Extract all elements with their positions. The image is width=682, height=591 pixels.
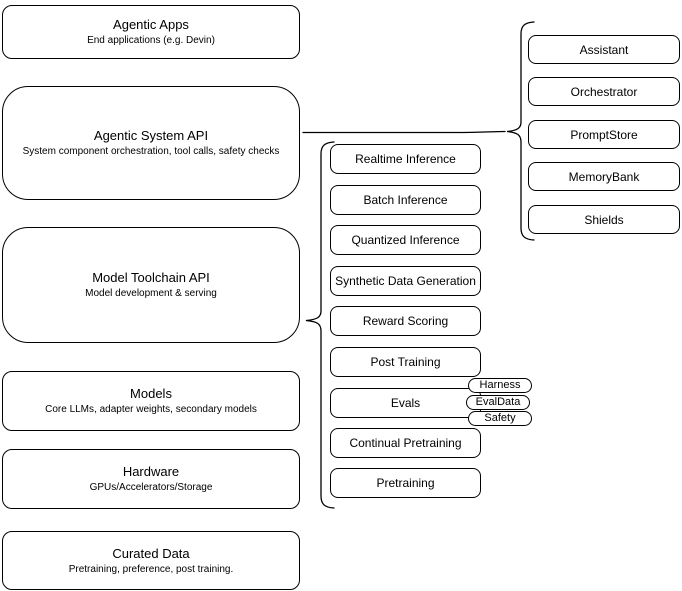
node-label: Synthetic Data Generation [335, 274, 476, 288]
node-assistant: Assistant [528, 35, 680, 64]
node-label: Quantized Inference [351, 233, 460, 247]
node-title: Model Toolchain API [92, 270, 210, 285]
node-realtime-inference: Realtime Inference [330, 144, 481, 174]
node-evals: Evals [330, 388, 481, 418]
node-subtitle: GPUs/Accelerators/Storage [89, 482, 213, 493]
node-subtitle: Model development & serving [85, 288, 217, 299]
node-models: Models Core LLMs, adapter weights, secon… [2, 371, 300, 431]
tag-safety: Safety [468, 411, 532, 426]
node-label: Continual Pretraining [349, 436, 462, 450]
node-orchestrator: Orchestrator [528, 77, 680, 106]
node-title: Models [130, 386, 172, 401]
node-curated-data: Curated Data Pretraining, preference, po… [2, 531, 300, 590]
tag-label: EvalData [475, 396, 521, 408]
node-label: Pretraining [376, 476, 435, 490]
node-subtitle: System component orchestration, tool cal… [22, 146, 280, 157]
node-hardware: Hardware GPUs/Accelerators/Storage [2, 449, 300, 509]
tag-label: Harness [479, 379, 521, 391]
node-label: Assistant [579, 42, 629, 57]
node-batch-inference: Batch Inference [330, 185, 481, 215]
node-reward-scoring: Reward Scoring [330, 306, 481, 336]
node-shields: Shields [528, 205, 680, 234]
node-subtitle: Pretraining, preference, post training. [68, 563, 234, 575]
node-agentic-system-api: Agentic System API System component orch… [2, 86, 300, 200]
node-memorybank: MemoryBank [528, 162, 680, 191]
node-subtitle: End applications (e.g. Devin) [87, 35, 215, 46]
node-label: PromptStore [570, 127, 638, 142]
tag-evaldata: EvalData [466, 395, 530, 410]
system-api-connector-line [302, 130, 506, 134]
node-label: Shields [584, 212, 624, 227]
node-subtitle: Core LLMs, adapter weights, secondary mo… [45, 404, 257, 415]
node-label: Post Training [370, 355, 441, 369]
node-title: Agentic System API [93, 128, 209, 143]
node-model-toolchain-api: Model Toolchain API Model development & … [2, 227, 300, 343]
node-synthetic-data-generation: Synthetic Data Generation [330, 266, 481, 296]
node-quantized-inference: Quantized Inference [330, 225, 481, 255]
node-label: Evals [390, 396, 421, 410]
node-label: Reward Scoring [362, 314, 449, 328]
tag-harness: Harness [468, 378, 532, 393]
node-promptstore: PromptStore [528, 120, 680, 149]
node-title: Hardware [122, 464, 180, 479]
node-label: Orchestrator [570, 84, 638, 99]
node-label: MemoryBank [568, 169, 640, 184]
tag-label: Safety [484, 412, 516, 424]
node-label: Realtime Inference [355, 152, 456, 166]
node-title: Curated Data [112, 545, 190, 561]
node-agentic-apps: Agentic Apps End applications (e.g. Devi… [2, 5, 300, 59]
node-continual-pretraining: Continual Pretraining [330, 428, 481, 458]
node-pretraining: Pretraining [330, 468, 481, 498]
node-post-training: Post Training [330, 347, 481, 377]
node-label: Batch Inference [363, 193, 448, 207]
node-title: Agentic Apps [113, 17, 189, 32]
